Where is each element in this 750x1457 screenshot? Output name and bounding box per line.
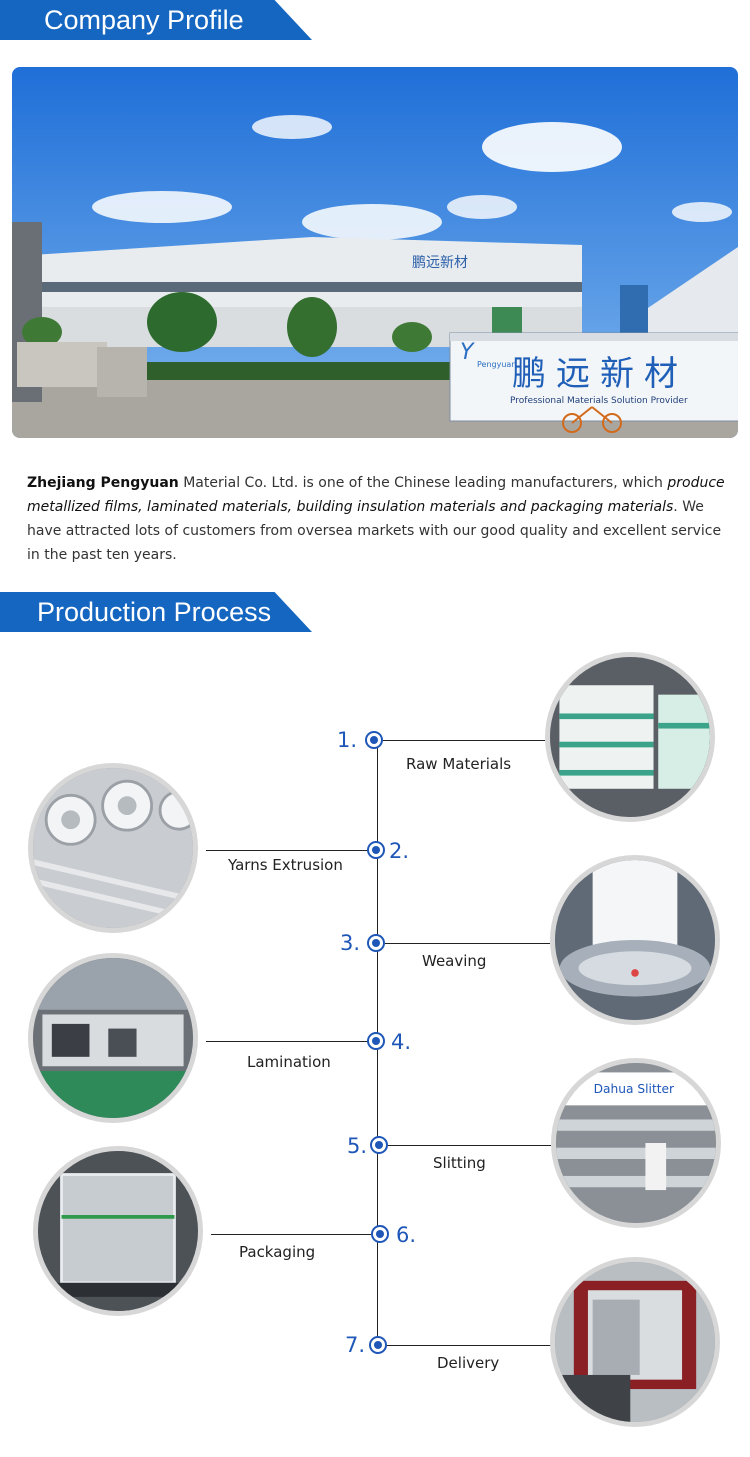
sign-logo-mark: Y	[460, 340, 475, 365]
building-sign-text: 鹏远新材	[412, 255, 468, 271]
intro-text-1: Material Co. Ltd. is one of the Chinese …	[178, 475, 668, 491]
step-2-number: 2.	[389, 839, 410, 863]
step-7-connector	[387, 1345, 551, 1346]
factory-photo: Y Pengyuan 鹏远新材 Professional Materials S…	[12, 67, 738, 438]
step-5-label: Slitting	[433, 1154, 486, 1172]
delivery-photo	[550, 1257, 720, 1427]
sign-subtitle-text: Professional Materials Solution Provider	[510, 396, 688, 406]
raw-materials-photo	[545, 652, 715, 822]
intro-products-text: produce metallized films, laminated mate…	[27, 475, 725, 515]
step-4-connector	[206, 1041, 368, 1042]
step-1-number: 1.	[337, 728, 358, 752]
step-4-number: 4.	[391, 1030, 412, 1054]
step-2-connector	[206, 850, 368, 851]
step-1-node	[365, 731, 383, 749]
step-5-number: 5.	[347, 1134, 368, 1158]
company-profile-banner: Company Profile	[0, 0, 312, 40]
step-5-node	[370, 1136, 388, 1154]
step-4-label: Lamination	[247, 1053, 331, 1071]
company-name: Zhejiang Pengyuan	[27, 475, 179, 491]
step-3-node	[367, 934, 385, 952]
step-6-number: 6.	[396, 1223, 417, 1247]
step-6-node	[371, 1225, 389, 1243]
packaging-photo	[33, 1146, 203, 1316]
step-1-label: Raw Materials	[406, 755, 512, 773]
step-2-node	[367, 841, 385, 859]
slitter-sign-text: Dahua Slitter	[594, 1082, 675, 1096]
yarns-extrusion-photo	[28, 763, 198, 933]
company-intro-paragraph: Zhejiang Pengyuan Material Co. Ltd. is o…	[27, 471, 737, 567]
step-6-label: Packaging	[239, 1243, 316, 1261]
step-2-label: Yarns Extrusion	[228, 856, 343, 874]
step-1-connector	[383, 740, 545, 741]
weaving-photo	[550, 855, 720, 1025]
slitting-photo: Dahua Slitter	[551, 1058, 721, 1228]
company-profile-title: Company Profile	[44, 5, 244, 35]
sign-chinese-text: 鹏远新材	[512, 354, 688, 394]
intro-text-2: . We have attracted lots of customers fr…	[27, 499, 722, 563]
step-5-connector	[388, 1145, 551, 1146]
lamination-photo	[28, 953, 198, 1123]
production-process-title: Production Process	[37, 597, 272, 627]
production-process-banner: Production Process	[0, 592, 312, 632]
step-3-number: 3.	[340, 931, 361, 955]
step-3-label: Weaving	[422, 952, 487, 970]
step-3-connector	[385, 943, 550, 944]
step-7-number: 7.	[345, 1333, 366, 1357]
step-7-label: Delivery	[437, 1354, 500, 1372]
step-4-node	[367, 1032, 385, 1050]
step-6-connector	[211, 1234, 371, 1235]
sign-brand-text: Pengyuan	[477, 360, 516, 369]
step-7-node	[369, 1336, 387, 1354]
